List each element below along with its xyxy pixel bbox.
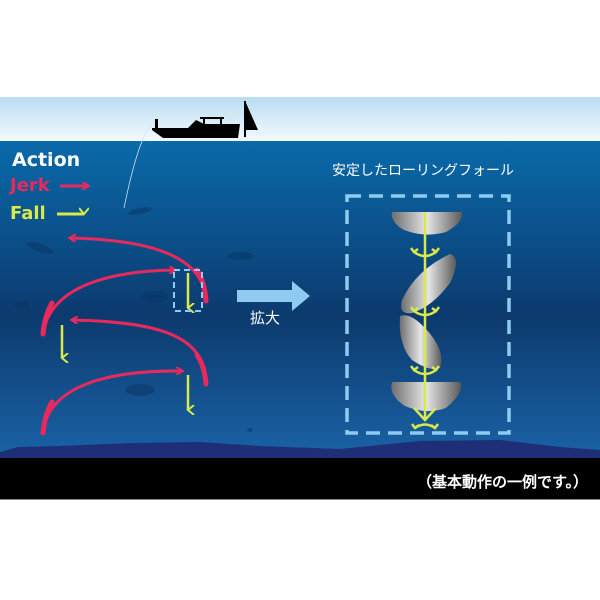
fish-silhouettes	[14, 207, 254, 432]
seabed	[0, 440, 600, 459]
fishing-line	[123, 120, 156, 209]
sky	[0, 97, 600, 141]
footnote: （基本動作の一例です。）	[416, 473, 588, 491]
boat-icon	[152, 101, 258, 138]
zoom-label: 拡大	[250, 309, 281, 327]
legend-jerk-label: Jerk	[10, 175, 50, 196]
fall-arrows	[62, 273, 188, 410]
rolling-arrows	[410, 247, 440, 430]
highlight-box	[173, 269, 203, 312]
zoom-arrow-icon	[237, 281, 310, 311]
ground-band	[0, 458, 600, 499]
legend-fall-label: Fall	[10, 203, 46, 224]
fishing-action-diagram	[0, 97, 600, 500]
legend-title: Action	[12, 149, 81, 171]
detail-panel-title: 安定したローリングフォール	[332, 163, 514, 179]
